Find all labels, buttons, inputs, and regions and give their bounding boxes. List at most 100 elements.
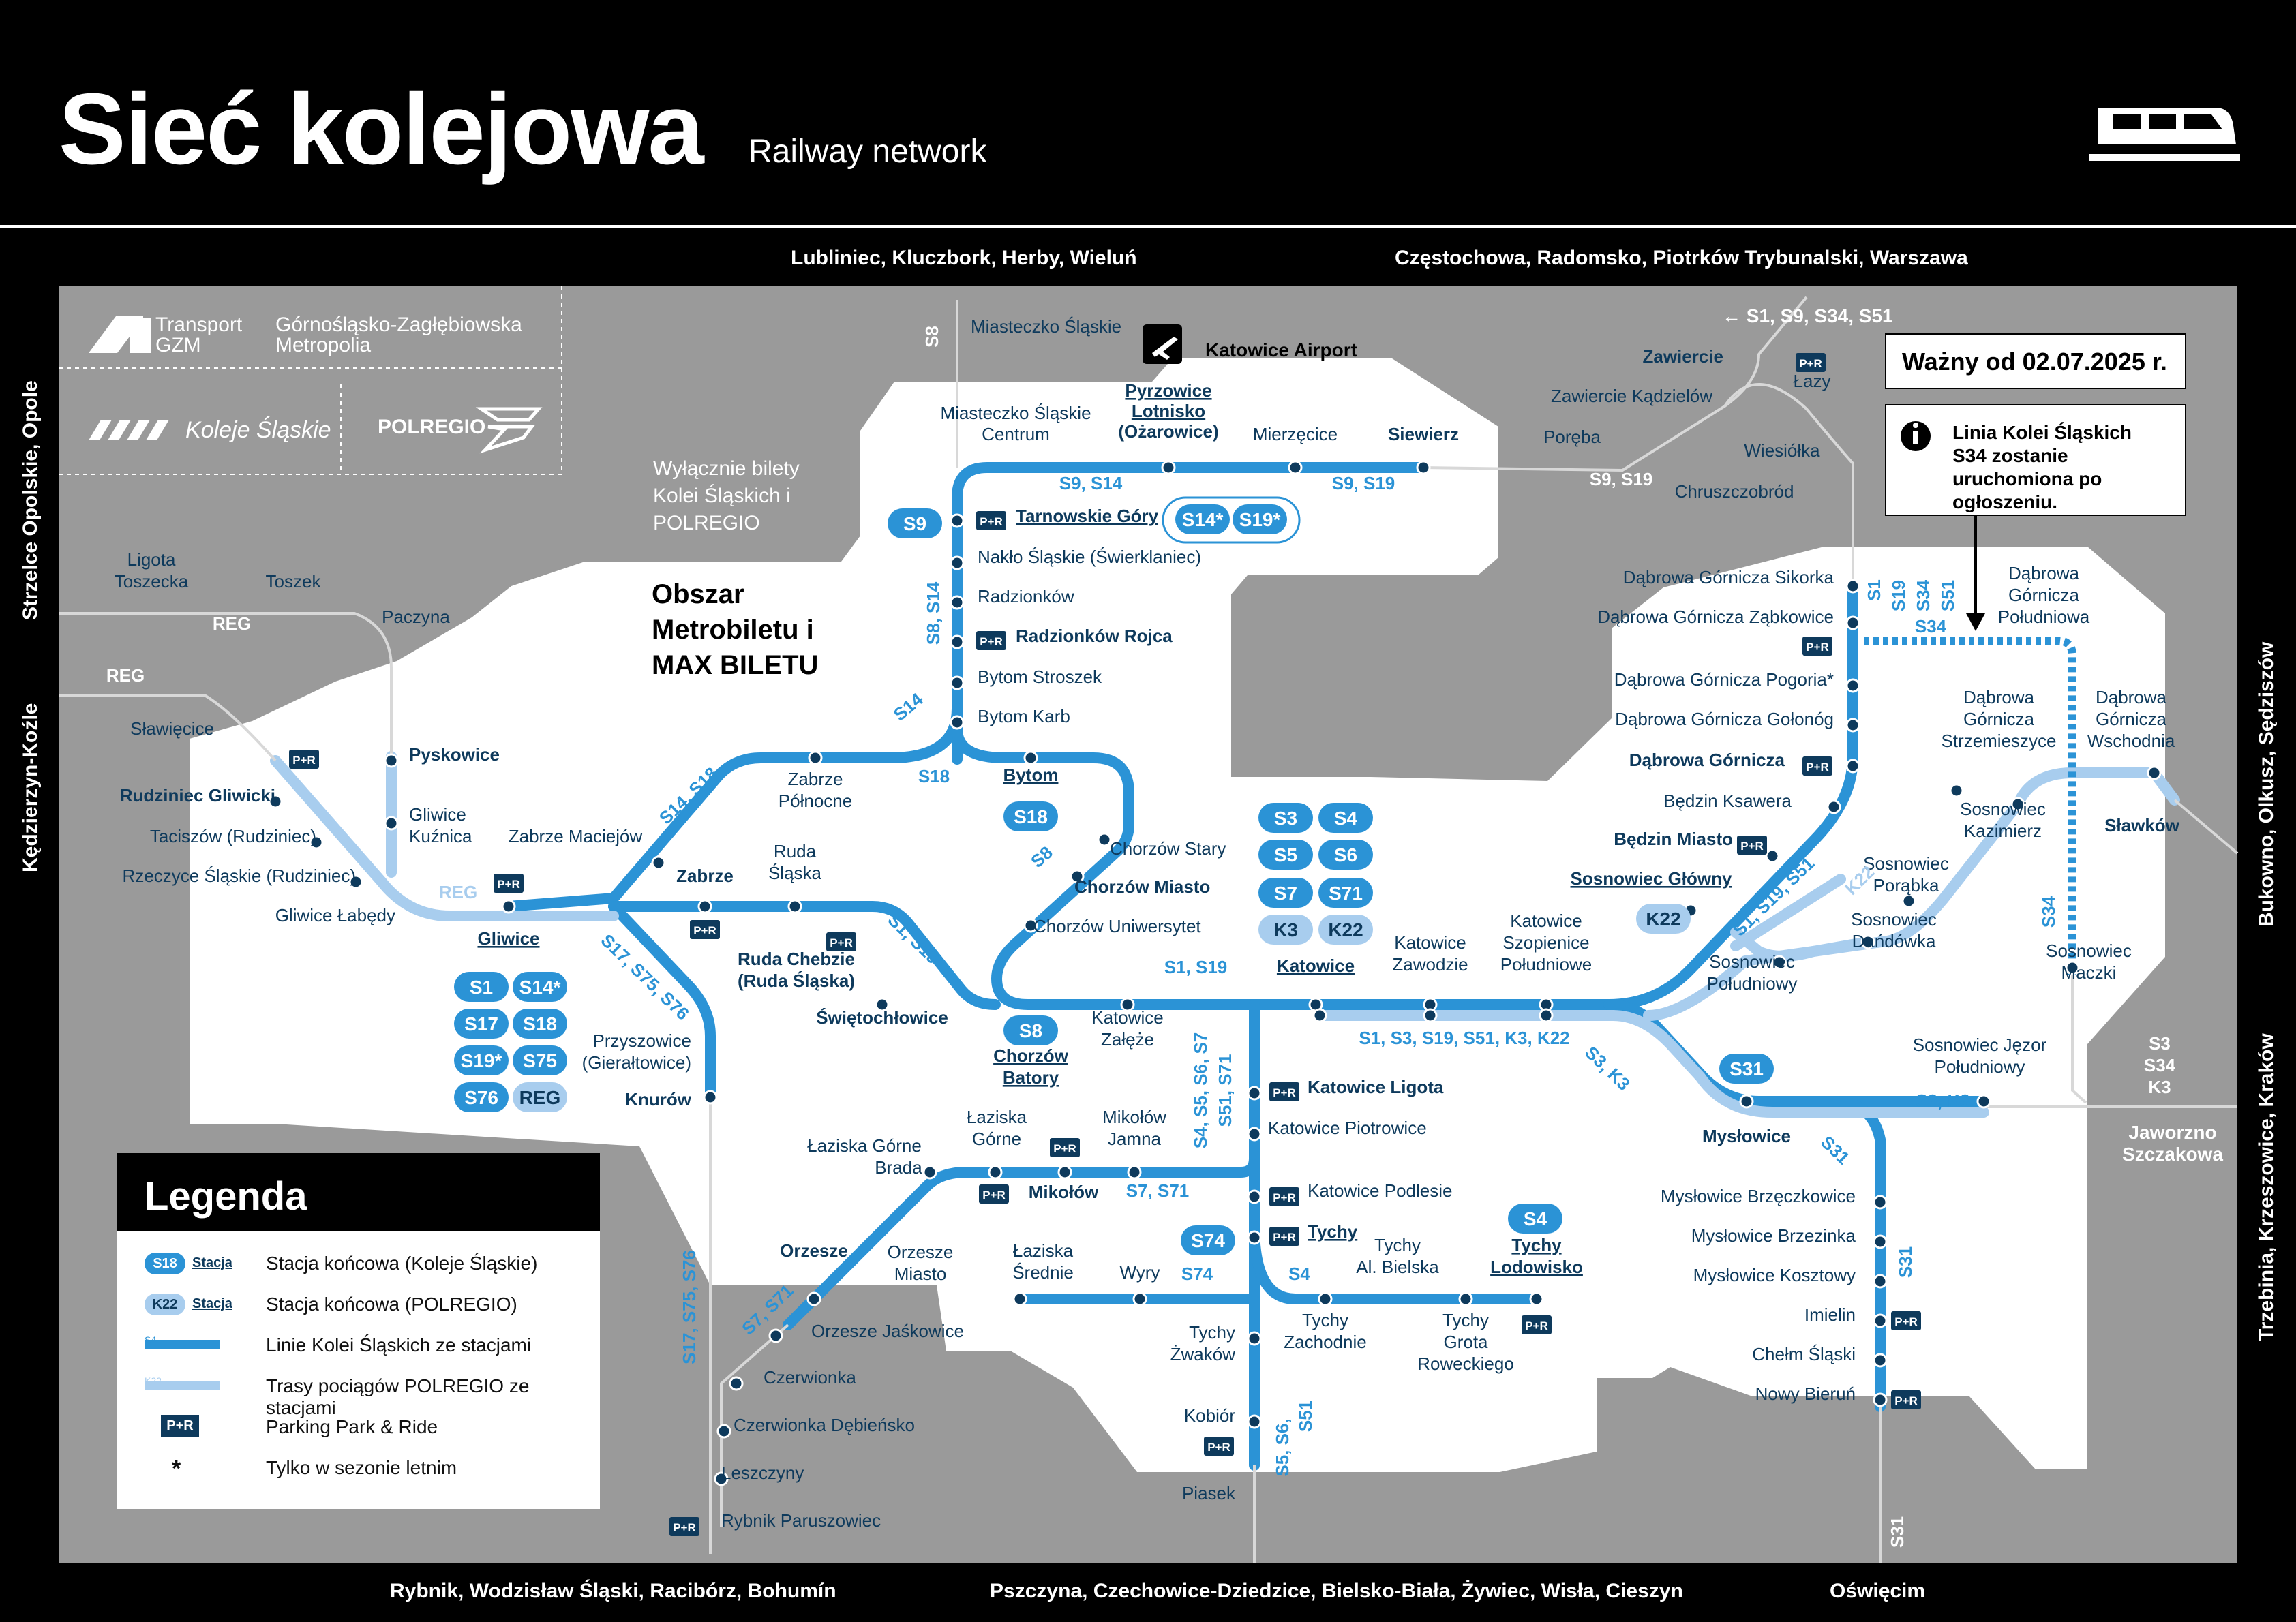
svg-text:P+R: P+R bbox=[497, 878, 520, 891]
station-dot[interactable] bbox=[729, 1376, 744, 1391]
station-dot[interactable] bbox=[697, 899, 712, 914]
station-dot[interactable] bbox=[384, 753, 399, 768]
station-dot[interactable] bbox=[1860, 934, 1875, 949]
station-dot[interactable] bbox=[950, 715, 965, 730]
station-dot[interactable] bbox=[1416, 460, 1431, 475]
station-dot[interactable] bbox=[1247, 1230, 1262, 1245]
terminal-badge[interactable]: S5 bbox=[1258, 840, 1313, 870]
line-label: S31 bbox=[1895, 1246, 1916, 1278]
station-dot[interactable] bbox=[1318, 1291, 1333, 1306]
station-dot[interactable] bbox=[716, 1424, 731, 1439]
station-dot[interactable] bbox=[1127, 1165, 1142, 1180]
station-dot[interactable] bbox=[1288, 460, 1303, 475]
station-dot[interactable] bbox=[787, 899, 802, 914]
terminal-badge[interactable]: S7 bbox=[1258, 878, 1313, 908]
station-dot[interactable] bbox=[1132, 1291, 1147, 1306]
station-dot[interactable] bbox=[1539, 1008, 1554, 1023]
station-dot[interactable] bbox=[1845, 615, 1860, 630]
station-dot[interactable] bbox=[1772, 955, 1787, 970]
terminal-badge[interactable]: S8 bbox=[1003, 1015, 1058, 1045]
station-dot[interactable] bbox=[1901, 893, 1916, 908]
station-dot[interactable] bbox=[1949, 783, 1964, 798]
station-dot[interactable] bbox=[1873, 1353, 1888, 1368]
terminal-badge[interactable]: S19* bbox=[454, 1045, 509, 1075]
terminal-badge[interactable]: S14* bbox=[513, 972, 567, 1002]
station-dot[interactable] bbox=[1161, 460, 1176, 475]
terminal-badge[interactable]: S76 bbox=[454, 1082, 509, 1112]
station-dot[interactable] bbox=[950, 595, 965, 610]
station-dot[interactable] bbox=[1023, 918, 1038, 933]
station-dot[interactable] bbox=[714, 1471, 729, 1486]
station-dot[interactable] bbox=[1097, 832, 1112, 847]
station-dot[interactable] bbox=[1247, 1331, 1262, 1346]
terminal-badge[interactable]: S4 bbox=[1508, 1204, 1562, 1234]
terminal-badge[interactable]: S71 bbox=[1318, 878, 1373, 908]
station-dot[interactable] bbox=[922, 1165, 937, 1180]
station-dot[interactable] bbox=[348, 874, 363, 889]
station-dot[interactable] bbox=[268, 794, 283, 809]
terminal-badge[interactable]: K22 bbox=[1636, 904, 1691, 934]
terminal-badge[interactable]: S18 bbox=[513, 1009, 567, 1039]
station-dot[interactable] bbox=[1845, 718, 1860, 733]
station-dot[interactable] bbox=[1023, 750, 1038, 765]
station-dot[interactable] bbox=[1312, 1008, 1327, 1023]
terminal-badge[interactable]: REG bbox=[513, 1082, 567, 1112]
terminal-badge[interactable]: S4 bbox=[1318, 803, 1373, 833]
station-dot[interactable] bbox=[1423, 1008, 1438, 1023]
station-dot[interactable] bbox=[1845, 579, 1860, 594]
station-dot[interactable] bbox=[1247, 1414, 1262, 1429]
terminal-badge[interactable]: S75 bbox=[513, 1045, 567, 1075]
station-dot[interactable] bbox=[1120, 997, 1135, 1012]
station-dot[interactable] bbox=[651, 855, 666, 870]
station-dot[interactable] bbox=[768, 1328, 783, 1343]
station-dot[interactable] bbox=[1873, 1234, 1888, 1249]
station-dot[interactable] bbox=[501, 899, 516, 914]
station-dot[interactable] bbox=[950, 555, 965, 570]
station-dot[interactable] bbox=[2065, 960, 2080, 975]
station-dot[interactable] bbox=[1012, 1291, 1027, 1306]
terminal-badge[interactable]: S19* bbox=[1233, 504, 1287, 534]
terminal-badge[interactable]: S74 bbox=[1181, 1225, 1235, 1255]
station-dot[interactable] bbox=[1057, 1165, 1072, 1180]
station-dot[interactable] bbox=[703, 1090, 718, 1105]
terminal-badge[interactable]: S31 bbox=[1719, 1054, 1774, 1084]
station-dot[interactable] bbox=[1873, 1392, 1888, 1407]
terminal-badge[interactable]: S14* bbox=[1175, 504, 1230, 534]
terminal-badge[interactable]: S3 bbox=[1258, 803, 1313, 833]
station-dot[interactable] bbox=[1739, 1094, 1754, 1109]
station-dot[interactable] bbox=[1458, 1291, 1473, 1306]
station-dot[interactable] bbox=[988, 1165, 1003, 1180]
station-dot[interactable] bbox=[1765, 848, 1780, 863]
line-label: REG bbox=[439, 882, 477, 902]
station-dot[interactable] bbox=[1845, 678, 1860, 693]
station-dot[interactable] bbox=[2147, 765, 2162, 780]
terminal-badge[interactable]: K22 bbox=[1318, 915, 1373, 945]
station-dot[interactable] bbox=[309, 835, 324, 850]
station-dot[interactable] bbox=[806, 1291, 821, 1306]
terminal-badge[interactable]: K3 bbox=[1258, 915, 1313, 945]
station-dot[interactable] bbox=[1873, 1195, 1888, 1210]
station-dot[interactable] bbox=[1529, 1291, 1544, 1306]
station-dot[interactable] bbox=[1826, 799, 1841, 814]
terminal-badge[interactable]: S17 bbox=[454, 1009, 509, 1039]
station-dot[interactable] bbox=[1976, 1094, 1991, 1109]
station-dot[interactable] bbox=[875, 997, 890, 1012]
terminal-badge[interactable]: S6 bbox=[1318, 840, 1373, 870]
station-dot[interactable] bbox=[1873, 1313, 1888, 1328]
terminal-badge[interactable]: S9 bbox=[888, 508, 942, 538]
terminal-badge[interactable]: S1 bbox=[454, 972, 509, 1002]
station-dot[interactable] bbox=[384, 816, 399, 831]
station-dot[interactable] bbox=[2010, 797, 2025, 812]
station-dot[interactable] bbox=[1845, 759, 1860, 774]
station-dot[interactable] bbox=[1247, 1127, 1262, 1142]
station-dot[interactable] bbox=[1247, 1189, 1262, 1204]
station-dot[interactable] bbox=[950, 675, 965, 690]
badge-label: S9 bbox=[903, 513, 926, 534]
terminal-badge[interactable]: S18 bbox=[1003, 801, 1058, 831]
station-dot[interactable] bbox=[1873, 1274, 1888, 1289]
station-dot[interactable] bbox=[950, 634, 965, 649]
station-dot[interactable] bbox=[1070, 869, 1085, 884]
station-dot[interactable] bbox=[950, 513, 965, 528]
station-dot[interactable] bbox=[808, 750, 823, 765]
station-dot[interactable] bbox=[1247, 1086, 1262, 1101]
